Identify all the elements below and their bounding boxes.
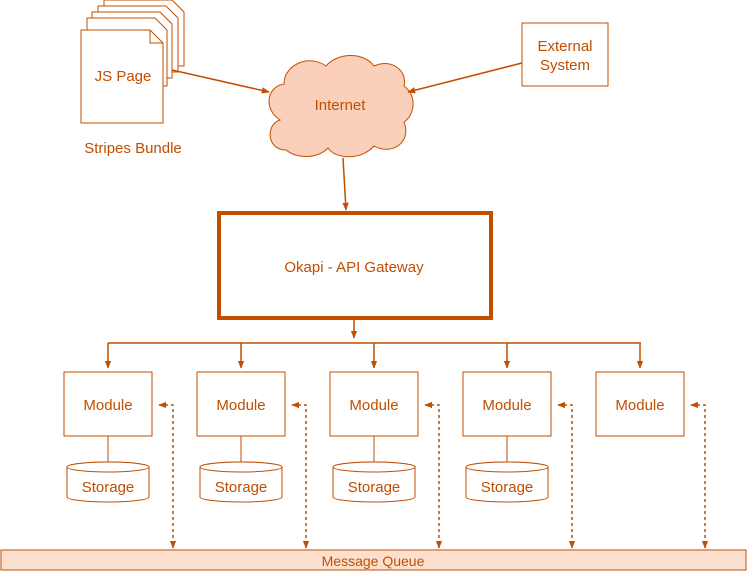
storage-label: Storage [82, 479, 135, 496]
queue-link [158, 401, 177, 549]
stripes-bundle-caption: Stripes Bundle [84, 140, 182, 157]
storage-cylinder-top [332, 461, 416, 473]
arrow-stripes-to-internet [171, 69, 270, 94]
storage-label: Storage [481, 479, 534, 496]
module-label: Module [615, 397, 664, 414]
arrow-external-to-internet [407, 62, 523, 94]
module-box [196, 371, 286, 437]
module-box [63, 371, 153, 437]
storage-label: Storage [348, 479, 401, 496]
stripes-bundle [80, 0, 185, 124]
arrow-internet-to-gateway [342, 157, 349, 211]
internet-cloud [268, 55, 414, 158]
module-label: Module [83, 397, 132, 414]
okapi-gateway-box [217, 211, 493, 320]
external-system-label-line2: System [540, 57, 590, 74]
page-fold [149, 30, 163, 44]
queue-link [557, 401, 576, 549]
module-box [462, 371, 552, 437]
okapi-gateway-label: Okapi - API Gateway [284, 259, 424, 276]
modules-layer: ModuleStorageModuleStorageModuleStorageM… [63, 343, 709, 549]
message-queue-label: Message Queue [322, 553, 425, 569]
external-system-box [521, 22, 609, 87]
queue-link [690, 401, 709, 549]
module-label: Module [216, 397, 265, 414]
queue-link [424, 401, 443, 549]
storage-cylinder-top [199, 461, 283, 473]
storage-label: Storage [215, 479, 268, 496]
module-column: Module [595, 343, 709, 549]
external-system-label-line1: External [537, 38, 592, 55]
module-box [595, 371, 685, 437]
js-page-label: JS Page [95, 68, 152, 85]
message-queue-bar [0, 549, 747, 571]
queue-link [291, 401, 310, 549]
storage-cylinder-top [465, 461, 549, 473]
js-page-sheet [80, 29, 164, 124]
module-label: Module [482, 397, 531, 414]
module-label: Module [349, 397, 398, 414]
storage-cylinder-top [66, 461, 150, 473]
internet-label: Internet [315, 97, 367, 114]
